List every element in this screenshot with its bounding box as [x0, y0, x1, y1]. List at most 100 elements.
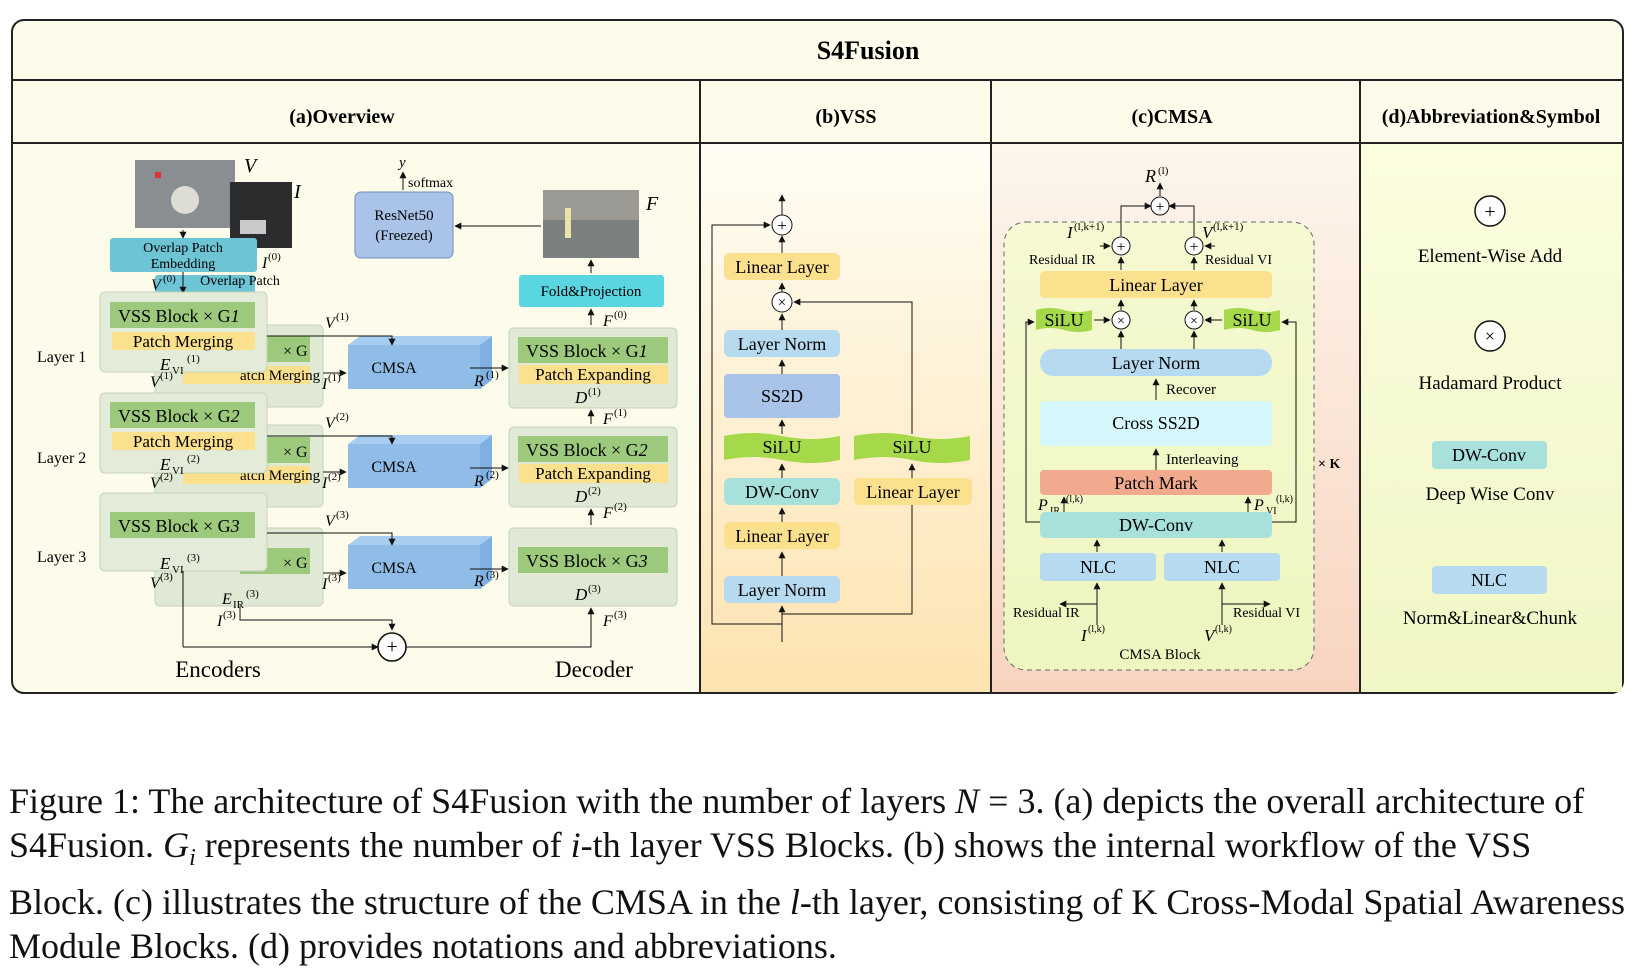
- svg-text:SiLU: SiLU: [762, 437, 801, 457]
- svg-text:V: V: [325, 513, 337, 530]
- cmsa-cross-ss2d: [1040, 401, 1272, 446]
- svg-text:CMSA: CMSA: [371, 360, 417, 377]
- svg-text:I: I: [261, 255, 268, 272]
- infrared-image: [230, 182, 292, 248]
- svg-text:×: ×: [778, 295, 786, 311]
- svg-text:Patch Expanding: Patch Expanding: [535, 464, 651, 483]
- svg-text:Residual IR: Residual IR: [1013, 606, 1080, 621]
- svg-text:I: I: [1080, 626, 1088, 645]
- svg-text:VSS Block × G2: VSS Block × G2: [118, 406, 240, 426]
- svg-text:(1): (1): [160, 370, 173, 382]
- svg-text:Interleaving: Interleaving: [1166, 452, 1239, 468]
- svg-text:NLC: NLC: [1471, 570, 1507, 590]
- panel-b-header: (b)VSS: [815, 106, 876, 128]
- svg-text:SS2D: SS2D: [761, 386, 803, 406]
- svg-text:Patch Merging: Patch Merging: [133, 432, 234, 451]
- vss-linear-layer-right: [854, 478, 972, 505]
- svg-text:(1): (1): [588, 386, 601, 398]
- overview-panel: V I ResNet50 (Freezed) y softmax F Overl…: [37, 155, 678, 682]
- cmsa-hadamard-left: [1111, 310, 1131, 330]
- svg-text:NLC: NLC: [1080, 557, 1116, 577]
- svg-text:(l): (l): [1158, 165, 1169, 177]
- svg-text:IR: IR: [233, 599, 245, 611]
- vss-silu-right: [854, 433, 970, 463]
- svg-text:(2): (2): [160, 471, 173, 483]
- svg-text:+: +: [386, 636, 397, 658]
- cmsa-hadamard-right: [1184, 310, 1204, 330]
- cmsa-nlc-left: [1040, 553, 1156, 581]
- svg-text:Fold&Projection: Fold&Projection: [541, 284, 642, 300]
- svg-text:DW-Conv: DW-Conv: [745, 482, 819, 502]
- svg-text:DW-Conv: DW-Conv: [1452, 445, 1526, 465]
- svg-text:F: F: [602, 505, 613, 522]
- svg-text:CMSA: CMSA: [371, 459, 417, 476]
- svg-text:Linear Layer: Linear Layer: [735, 526, 828, 546]
- svg-text:(2): (2): [486, 469, 499, 481]
- svg-text:VI: VI: [172, 465, 184, 477]
- svg-text:(l,k): (l,k): [1276, 494, 1293, 505]
- svg-text:(3): (3): [246, 588, 259, 600]
- svg-text:CMSA Block: CMSA Block: [1119, 647, 1201, 663]
- svg-text:Layer Norm: Layer Norm: [738, 334, 826, 354]
- svg-text:(1): (1): [336, 311, 349, 323]
- svg-text:Linear Layer: Linear Layer: [866, 482, 959, 502]
- svg-text:+: +: [1116, 239, 1125, 256]
- svg-text:R: R: [473, 473, 484, 490]
- resnet50-box: [354, 191, 454, 259]
- svg-text:E: E: [159, 355, 171, 374]
- legend-dwconv-desc: Deep Wise Conv: [1426, 484, 1555, 505]
- svg-text:D: D: [574, 487, 588, 506]
- svg-text:× G: × G: [283, 343, 308, 360]
- cmsa-box-3: CMSA: [348, 536, 492, 589]
- svg-text:×: ×: [1117, 314, 1125, 329]
- svg-text:I: I: [321, 376, 328, 393]
- svg-text:(1): (1): [486, 369, 499, 381]
- svg-text:(2): (2): [614, 501, 627, 513]
- svg-text:×: ×: [1190, 314, 1198, 329]
- svg-text:VSS Block × G3: VSS Block × G3: [526, 551, 648, 571]
- svg-text:F: F: [602, 313, 613, 330]
- svg-text:V: V: [325, 315, 337, 332]
- cmsa-panel: R (l) + + + I (l,k+1) V (l,k+1) Residual…: [1003, 165, 1340, 671]
- svg-text:Layer 1: Layer 1: [37, 349, 86, 366]
- cmsa-silu-right: [1224, 308, 1280, 332]
- svg-text:VI: VI: [1266, 506, 1277, 517]
- svg-text:V: V: [244, 155, 259, 177]
- svg-text:+: +: [777, 216, 787, 235]
- svg-text:×: ×: [1485, 326, 1495, 346]
- svg-text:E: E: [159, 554, 171, 573]
- svg-text:E: E: [159, 455, 171, 474]
- svg-text:I: I: [216, 613, 223, 630]
- svg-text:E: E: [221, 591, 232, 608]
- svg-text:I: I: [1066, 223, 1074, 242]
- svg-text:V: V: [1202, 223, 1215, 242]
- svg-text:(Freezed): (Freezed): [375, 228, 432, 244]
- cmsa-nlc-right: [1164, 553, 1280, 581]
- svg-text:Patch Mark: Patch Mark: [1114, 473, 1197, 493]
- legend-hadamard-label: Hadamard Product: [1419, 373, 1563, 394]
- element-wise-add-icon: [1474, 195, 1506, 227]
- svg-text:D: D: [574, 585, 588, 604]
- svg-text:P: P: [1253, 497, 1264, 514]
- svg-text:P: P: [1037, 497, 1048, 514]
- svg-text:Patch Expanding: Patch Expanding: [535, 365, 651, 384]
- svg-text:(3): (3): [187, 552, 200, 564]
- svg-text:SiLU: SiLU: [892, 437, 931, 457]
- svg-text:+: +: [1155, 199, 1164, 216]
- svg-text:softmax: softmax: [408, 176, 453, 191]
- svg-text:SiLU: SiLU: [1044, 310, 1083, 330]
- svg-text:× G: × G: [283, 444, 308, 461]
- svg-text:I: I: [321, 475, 328, 492]
- svg-text:(1): (1): [614, 407, 627, 419]
- cmsa-layer-norm: [1040, 349, 1272, 376]
- cmsa-residual-vi-add: [1184, 236, 1204, 256]
- svg-text:Linear Layer: Linear Layer: [735, 257, 828, 277]
- svg-text:Linear Layer: Linear Layer: [1109, 275, 1202, 295]
- svg-text:(2): (2): [187, 453, 200, 465]
- cmsa-patch-mark: [1040, 470, 1272, 495]
- decoder-label: Decoder: [555, 657, 633, 682]
- svg-text:V: V: [151, 277, 163, 294]
- svg-text:Layer 3: Layer 3: [37, 549, 86, 566]
- svg-text:ResNet50: ResNet50: [374, 208, 433, 224]
- svg-text:F: F: [602, 411, 613, 428]
